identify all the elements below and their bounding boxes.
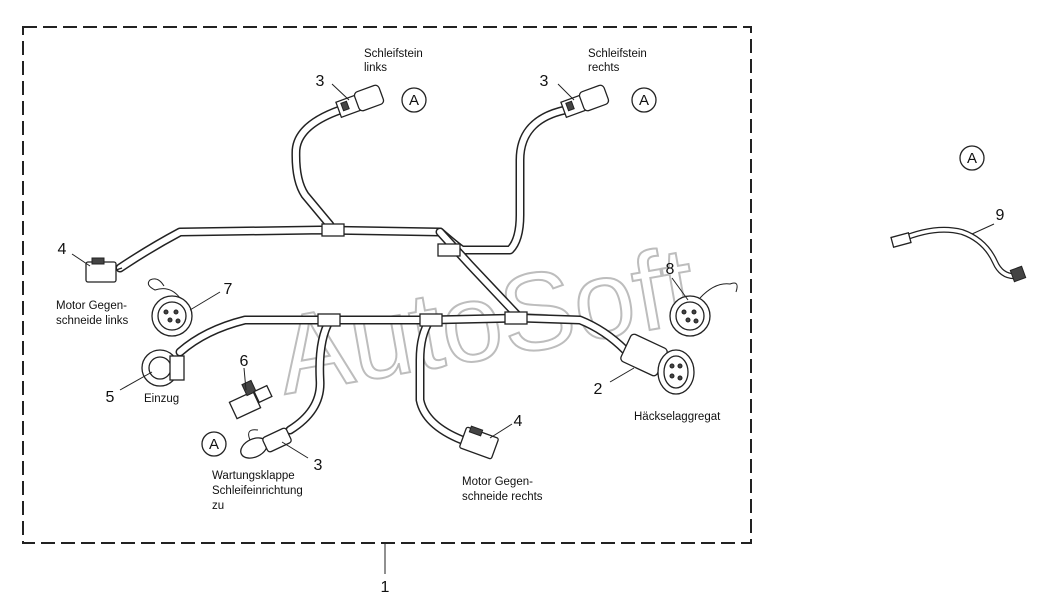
connector-schleifstein-rechts xyxy=(560,84,610,119)
marker-a-3: A xyxy=(959,145,985,171)
callout-leaders xyxy=(71,83,995,574)
assembly-border xyxy=(22,26,752,544)
label-motor-links-1: Motor Gegen- xyxy=(56,300,127,312)
label-einzug: Einzug xyxy=(144,393,179,405)
callout-3-links: 3 xyxy=(316,73,325,90)
svg-text:A: A xyxy=(409,92,419,109)
callout-7: 7 xyxy=(224,281,233,298)
label-wartung-3: zu xyxy=(212,500,224,512)
svg-text:A: A xyxy=(639,92,649,109)
callout-9: 9 xyxy=(996,207,1005,224)
svg-text:A: A xyxy=(967,150,977,167)
connector-schleifstein-links xyxy=(335,84,385,119)
callout-5: 5 xyxy=(106,389,115,406)
cable-part-9 xyxy=(890,226,1027,283)
callout-4-rechts: 4 xyxy=(514,413,523,430)
connector-8-plug xyxy=(669,282,738,337)
label-motor-rechts-2: schneide rechts xyxy=(462,491,543,503)
callout-6: 6 xyxy=(240,353,249,370)
callout-4-links: 4 xyxy=(58,241,67,258)
connector-6 xyxy=(228,379,273,420)
connector-motor-links xyxy=(85,257,123,283)
callout-2: 2 xyxy=(594,381,603,398)
connector-einzug xyxy=(141,349,185,387)
callout-1: 1 xyxy=(381,579,390,596)
label-wartung-2: Schleifeinrichtung xyxy=(212,485,303,497)
label-schleifstein-rechts-2: rechts xyxy=(588,62,620,74)
connector-7-plug xyxy=(147,278,193,337)
marker-a-4: A xyxy=(201,431,227,457)
label-schleifstein-rechts-1: Schleifstein xyxy=(588,48,647,60)
label-wartung-1: Wartungsklappe xyxy=(212,470,295,482)
connector-motor-rechts xyxy=(459,425,499,460)
marker-a-2: A xyxy=(631,87,657,113)
label-schleifstein-links-2: links xyxy=(364,62,387,74)
callout-3-rechts: 3 xyxy=(540,73,549,90)
label-haecksel: Häckselaggregat xyxy=(634,411,721,423)
marker-a-1: A xyxy=(401,87,427,113)
label-schleifstein-links-1: Schleifstein xyxy=(364,48,423,60)
callout-3-wartung: 3 xyxy=(314,457,323,474)
connector-haeckselaggregat xyxy=(620,333,695,395)
callout-8: 8 xyxy=(666,261,675,278)
label-motor-links-2: schneide links xyxy=(56,315,128,327)
connector-wartungsklappe xyxy=(240,427,292,459)
label-motor-rechts-1: Motor Gegen- xyxy=(462,476,533,488)
svg-text:A: A xyxy=(209,436,219,453)
harness-cables xyxy=(115,105,630,445)
